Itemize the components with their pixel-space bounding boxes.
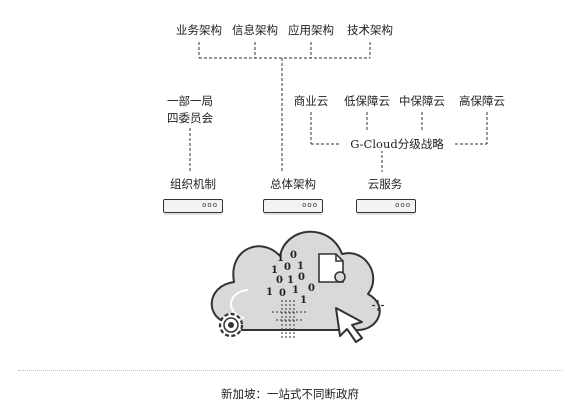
cloud-low: 低保障云 — [344, 94, 390, 108]
binary-digit: 0 — [290, 250, 297, 261]
binary-digit: 1 — [300, 295, 307, 306]
label-organization: 组织机制 — [170, 177, 216, 191]
arch-application: 应用架构 — [288, 23, 334, 37]
arch-information: 信息架构 — [232, 23, 278, 37]
binary-digit: 0 — [279, 288, 286, 299]
cursor-icon — [335, 307, 363, 343]
binary-digit: 1 — [277, 253, 284, 264]
cloud-icon — [210, 230, 381, 331]
binary-digit: 1 — [297, 261, 304, 272]
document-icon — [318, 253, 346, 283]
cloud-high: 高保障云 — [459, 94, 505, 108]
footer-divider — [18, 370, 562, 371]
click-sparkle-icon — [372, 300, 384, 311]
label-cloud-service: 云服务 — [367, 177, 403, 191]
arch-business: 业务架构 — [176, 23, 222, 37]
binary-digit: 0 — [308, 283, 315, 294]
binary-digit: 1 — [266, 287, 273, 298]
gcloud-strategy-label: G-Cloud分级战略 — [347, 137, 447, 151]
cloud-commercial: 商业云 — [293, 94, 329, 108]
server-dots: ooo — [202, 201, 218, 209]
binary-digit: 1 — [271, 265, 278, 276]
binary-digit: 1 — [287, 275, 294, 286]
footer-caption: 新加坡：一站式不同断政府 — [221, 387, 359, 401]
server-icon-architecture: ooo — [263, 199, 323, 213]
binary-digit: 0 — [284, 262, 291, 273]
circuit-lines — [272, 300, 306, 338]
label-overall-architecture: 总体架构 — [270, 177, 316, 191]
cloud-mid: 中保障云 — [399, 94, 445, 108]
binary-digit: 0 — [276, 275, 283, 286]
server-icon-organization: ooo — [163, 199, 223, 213]
gear-icon — [218, 312, 244, 338]
gov-line-2: 四委员会 — [167, 111, 213, 125]
binary-digit: 1 — [292, 285, 299, 296]
server-dots: ooo — [395, 201, 411, 209]
binary-digit: 0 — [298, 272, 305, 283]
gov-line-1: 一部一局 — [167, 94, 213, 108]
arch-technology: 技术架构 — [347, 23, 393, 37]
server-dots: ooo — [302, 201, 318, 209]
server-icon-cloud-service: ooo — [356, 199, 416, 213]
